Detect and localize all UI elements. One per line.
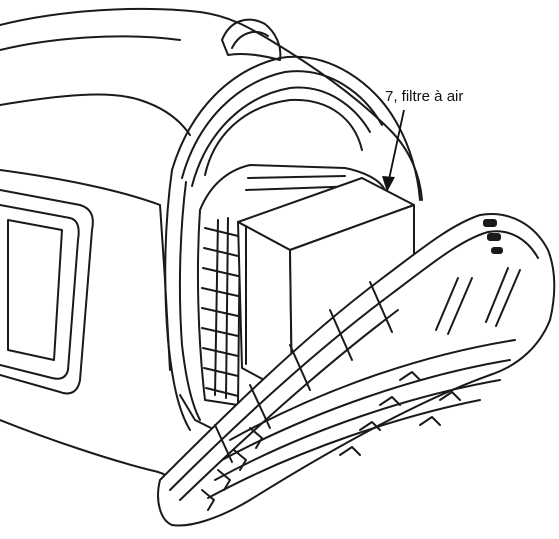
grille-bar bbox=[201, 287, 239, 297]
grille-bar bbox=[202, 267, 239, 277]
cover-rim-1 bbox=[169, 230, 539, 491]
cover-rib bbox=[207, 399, 481, 499]
cover-tab bbox=[249, 427, 263, 449]
opening-outer-rim bbox=[171, 55, 421, 201]
cover-notch bbox=[419, 416, 441, 426]
cover-slot bbox=[485, 267, 509, 323]
cover-notch bbox=[359, 421, 381, 431]
callout-arrowhead bbox=[382, 176, 395, 192]
cover-notch bbox=[339, 446, 361, 456]
housing-curve-line bbox=[0, 93, 191, 136]
opening-left-wall-inner bbox=[178, 181, 201, 421]
compartment-back bbox=[204, 98, 363, 176]
cover-slot bbox=[435, 277, 459, 331]
grille-bar bbox=[201, 307, 239, 317]
cover-segment bbox=[369, 281, 393, 333]
cover-slot bbox=[495, 269, 521, 327]
grille-bar bbox=[201, 327, 239, 337]
cover-latch bbox=[491, 247, 503, 254]
side-panel-inner bbox=[0, 204, 80, 380]
filter-cover bbox=[157, 213, 556, 527]
cover-segment bbox=[289, 344, 311, 391]
top-ridge-inner bbox=[231, 31, 269, 49]
cover-latch bbox=[483, 219, 497, 227]
cover-tab bbox=[217, 469, 231, 491]
side-panel-window bbox=[7, 219, 63, 361]
opening-rim-ridge-1 bbox=[181, 70, 383, 179]
cover-notch bbox=[379, 396, 401, 406]
cover-rib bbox=[229, 339, 516, 441]
grille-bar bbox=[202, 347, 239, 357]
housing-top-shell bbox=[0, 7, 423, 201]
callout-label: 7, filtre à air bbox=[385, 88, 463, 105]
grille-bar bbox=[205, 387, 239, 397]
cover-rib bbox=[221, 359, 511, 461]
cover-tab bbox=[201, 489, 215, 511]
grille bbox=[196, 164, 386, 406]
cover-latch bbox=[487, 233, 501, 241]
cover-rim-2 bbox=[179, 309, 399, 501]
cover-rib bbox=[214, 379, 501, 481]
housing-side-line bbox=[0, 169, 171, 371]
grille-bar bbox=[203, 247, 239, 257]
grille-vert bbox=[214, 219, 219, 396]
grille-bar bbox=[204, 227, 239, 237]
grille-bar bbox=[203, 367, 239, 377]
cover-tab bbox=[233, 449, 247, 471]
opening-left-wall bbox=[164, 169, 191, 431]
side-panel-outer bbox=[0, 189, 94, 395]
cover-segment bbox=[329, 309, 353, 361]
cover-notch bbox=[439, 391, 461, 401]
housing-top-inner-line bbox=[0, 35, 181, 51]
callout-arrow bbox=[382, 109, 405, 192]
top-ridge bbox=[221, 18, 282, 61]
housing-lower bbox=[0, 419, 176, 486]
callout-leader bbox=[387, 109, 405, 185]
opening-rim-ridge-2 bbox=[191, 86, 371, 187]
grille-top-bar bbox=[247, 175, 346, 179]
grille-vert bbox=[225, 217, 229, 399]
grille-frame bbox=[196, 164, 386, 406]
cover-slot bbox=[447, 277, 473, 335]
cover-notch bbox=[399, 371, 421, 381]
